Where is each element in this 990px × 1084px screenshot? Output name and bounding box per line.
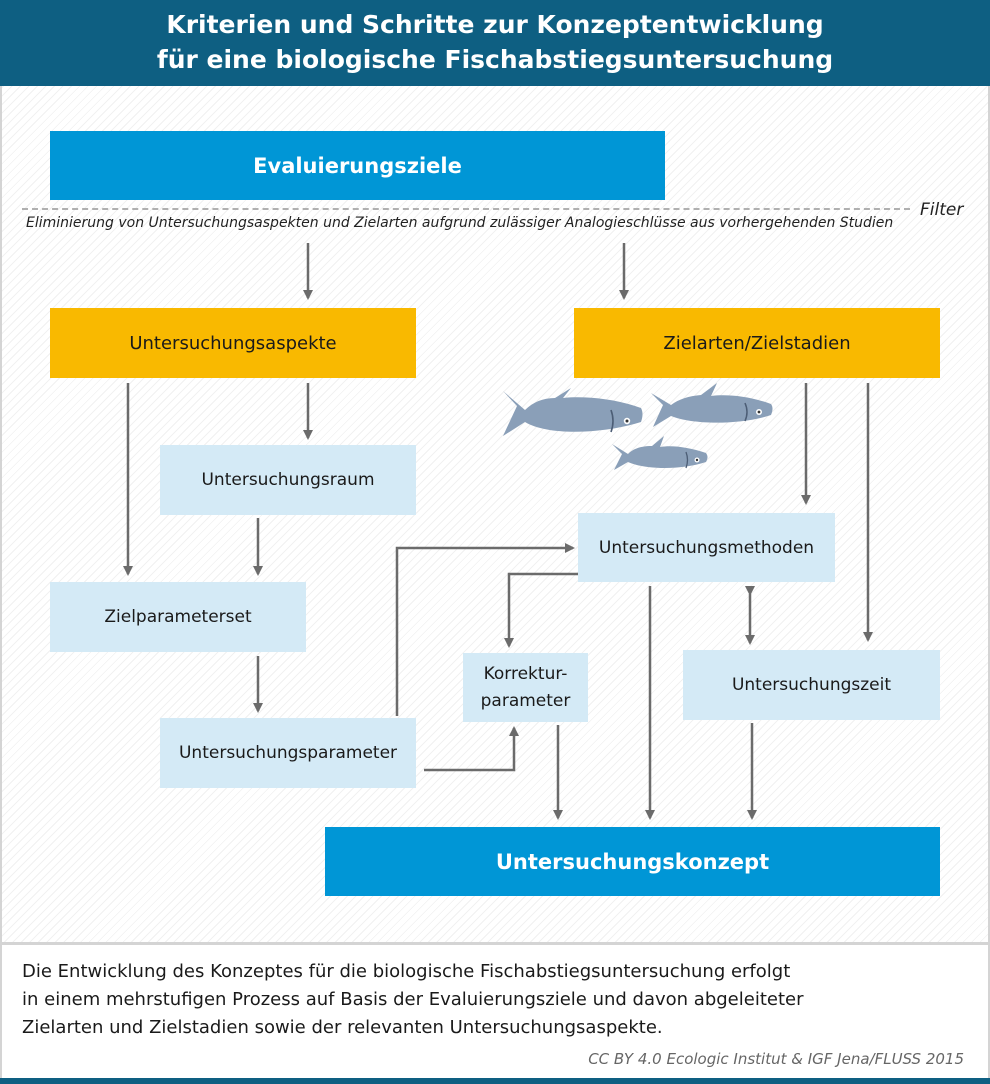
node-untersuchungszeit: Untersuchungszeit bbox=[683, 650, 940, 720]
caption-panel bbox=[0, 942, 990, 1083]
title-line-2: für eine biologische Fischabstiegsunters… bbox=[156, 45, 834, 74]
node-untersuchungsparameter: Untersuchungsparameter bbox=[160, 718, 416, 788]
node-untersuchungsraum: Untersuchungsraum bbox=[160, 445, 416, 515]
filter-description: Eliminierung von Untersuchungsaspekten u… bbox=[26, 215, 894, 231]
fish-icon bbox=[503, 388, 643, 436]
fish-icon bbox=[612, 436, 708, 470]
fish-icon bbox=[651, 383, 773, 427]
node-evaluierungsziele: Evaluierungsziele bbox=[50, 131, 665, 200]
node-korrekturparameter: Korrektur- parameter bbox=[463, 653, 588, 722]
credit-line: CC BY 4.0 Ecologic Institut & IGF Jena/F… bbox=[588, 1050, 964, 1068]
arrow-icon bbox=[424, 726, 519, 772]
node-zielarten: Zielarten/Zielstadien bbox=[574, 308, 940, 378]
caption-line-2: in einem mehrstufigen Prozess auf Basis … bbox=[22, 989, 804, 1010]
node-untersuchungskonzept: Untersuchungskonzept bbox=[325, 827, 940, 896]
caption-line-1: Die Entwicklung des Konzeptes für die bi… bbox=[22, 961, 791, 982]
title-line-1: Kriterien und Schritte zur Konzeptentwic… bbox=[166, 10, 824, 39]
filter-dashed-line bbox=[22, 208, 910, 210]
arrow-icon bbox=[504, 572, 578, 648]
header-banner: Kriterien und Schritte zur Konzeptentwic… bbox=[0, 0, 990, 86]
caption-line-3: Zielarten und Zielstadien sowie der rele… bbox=[22, 1017, 663, 1038]
caption-text: Die Entwicklung des Konzeptes für die bi… bbox=[22, 958, 804, 1042]
filter-label: Filter bbox=[920, 200, 964, 220]
korrektur-line-1: Korrektur- bbox=[483, 663, 568, 684]
node-untersuchungsmethoden: Untersuchungsmethoden bbox=[578, 513, 835, 582]
arrow-icon bbox=[395, 543, 575, 716]
bottom-bar bbox=[0, 1078, 990, 1084]
node-zielparameterset: Zielparameterset bbox=[50, 582, 306, 652]
korrektur-line-2: parameter bbox=[480, 690, 571, 711]
node-untersuchungsaspekte: Untersuchungsaspekte bbox=[50, 308, 416, 378]
